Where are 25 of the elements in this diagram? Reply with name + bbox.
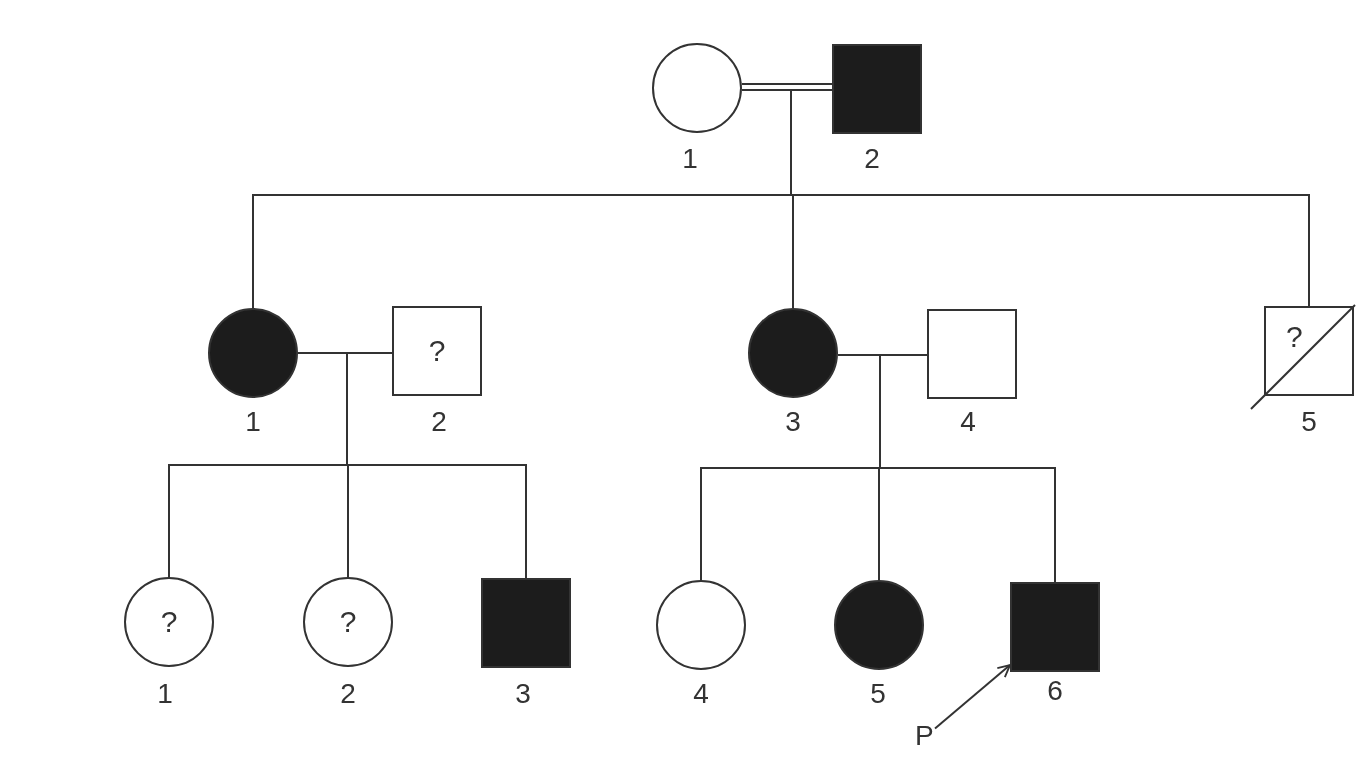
individual-number: 3: [785, 408, 801, 436]
affected-male-square: [481, 578, 571, 668]
unknown-status-mark: ?: [1286, 322, 1303, 352]
male-square: [927, 309, 1017, 399]
individual-number: 2: [340, 680, 356, 708]
unknown-status-mark: ?: [160, 607, 178, 637]
male-square: [1264, 306, 1354, 396]
unknown-status-mark: ?: [339, 607, 357, 637]
individual-number: 4: [693, 680, 709, 708]
individual-number: 4: [960, 408, 976, 436]
individual-number: 1: [245, 408, 261, 436]
proband-arrow: [934, 664, 1011, 730]
affected-male-square: [1010, 582, 1100, 672]
individual-number: 1: [157, 680, 173, 708]
individual-number: 5: [1301, 408, 1317, 436]
unknown-status-mark: ?: [428, 336, 446, 366]
individual-number: 2: [431, 408, 447, 436]
individual-number: 5: [870, 680, 886, 708]
individual-number: 2: [864, 145, 880, 173]
individual-number: 6: [1047, 677, 1063, 705]
individual-number: 3: [515, 680, 531, 708]
male-square: [392, 306, 482, 396]
proband-label: P: [915, 722, 934, 750]
affected-male-square: [832, 44, 922, 134]
individual-number: 1: [682, 145, 698, 173]
